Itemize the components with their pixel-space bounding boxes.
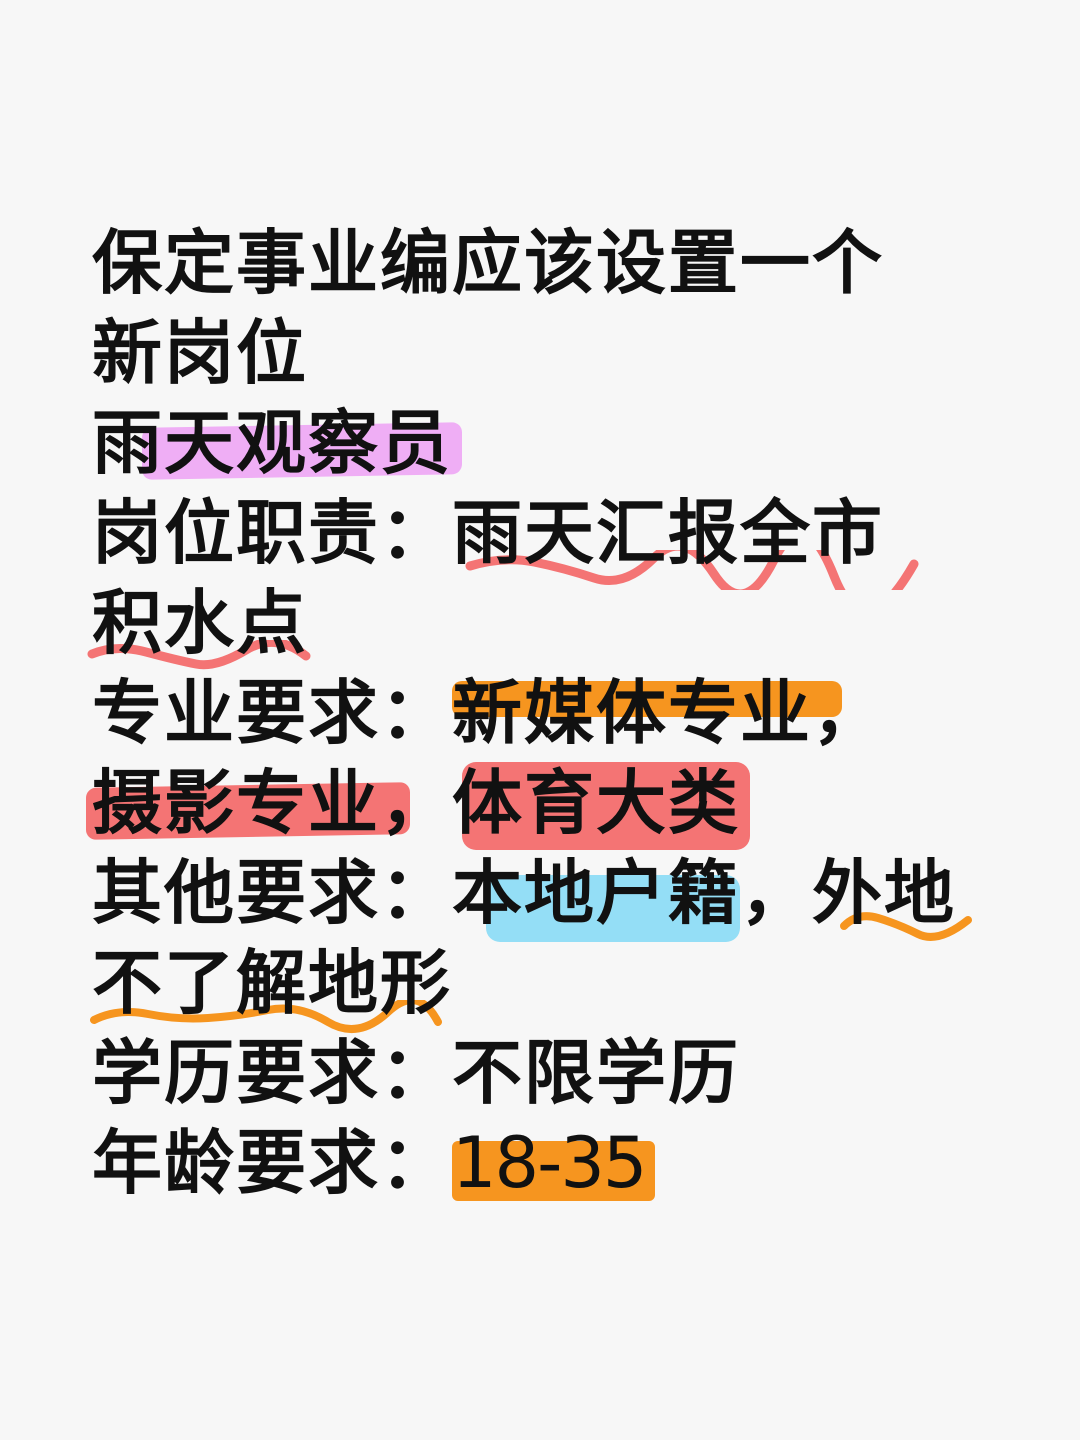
red-highlight: 体育大类 xyxy=(452,758,750,850)
major-value-2: 摄影专业 xyxy=(92,762,380,844)
comma: ， xyxy=(740,852,812,934)
other-line-2: 不了解地形 xyxy=(90,938,1012,1033)
title-text: 新岗位 xyxy=(92,312,308,394)
title-line-2: 新岗位 xyxy=(92,308,1012,398)
other-value-1: 本地户籍 xyxy=(452,852,740,934)
job-title: 雨天观察员 xyxy=(92,402,452,484)
title-line-1: 保定事业编应该设置一个 xyxy=(92,218,1012,308)
major-label: 专业要求： xyxy=(92,672,452,754)
title-line-3: 雨天观察员 xyxy=(92,398,1012,488)
other-value-2-cont: 不了解地形 xyxy=(92,942,452,1024)
other-line: 其他要求：本地户籍，外地 xyxy=(92,848,1012,942)
other-label: 其他要求： xyxy=(92,852,452,934)
age-label: 年龄要求： xyxy=(92,1122,452,1204)
duty-line: 岗位职责：雨天汇报全市 xyxy=(92,488,1012,590)
purple-highlight: 雨天观察员 xyxy=(92,398,452,488)
orange-highlight: 新媒体专业 xyxy=(452,668,842,758)
major-line-2: 摄影专业，体育大类 xyxy=(92,758,1012,850)
title-text: 保定事业编应该设置一个 xyxy=(92,222,884,304)
duty-label: 岗位职责： xyxy=(92,492,452,574)
major-line: 专业要求：新媒体专业， xyxy=(92,668,1012,758)
red-highlight: 摄影专业 xyxy=(92,758,380,848)
duty-line-2: 积水点 xyxy=(87,578,1012,670)
blue-highlight: 本地户籍 xyxy=(452,848,740,942)
duty-value: 雨天汇报全市 xyxy=(452,492,884,574)
education-value: 不限学历 xyxy=(452,1032,740,1114)
orange-highlight: 18-35 xyxy=(452,1118,656,1208)
comma: ， xyxy=(812,672,884,754)
education-line: 学历要求：不限学历 xyxy=(92,1028,1012,1118)
education-label: 学历要求： xyxy=(92,1032,452,1114)
age-value: 18-35 xyxy=(452,1122,647,1204)
age-line: 年龄要求：18-35 xyxy=(92,1118,1012,1208)
duty-value-cont: 积水点 xyxy=(92,582,308,664)
other-value-2: 外地 xyxy=(812,852,956,934)
major-value-3: 体育大类 xyxy=(452,762,740,844)
post-content: 保定事业编应该设置一个 新岗位 雨天观察员 岗位职责：雨天汇报全市 积水点 专业… xyxy=(87,218,1012,1208)
major-value-1: 新媒体专业 xyxy=(452,672,812,754)
comma: ， xyxy=(380,762,452,844)
